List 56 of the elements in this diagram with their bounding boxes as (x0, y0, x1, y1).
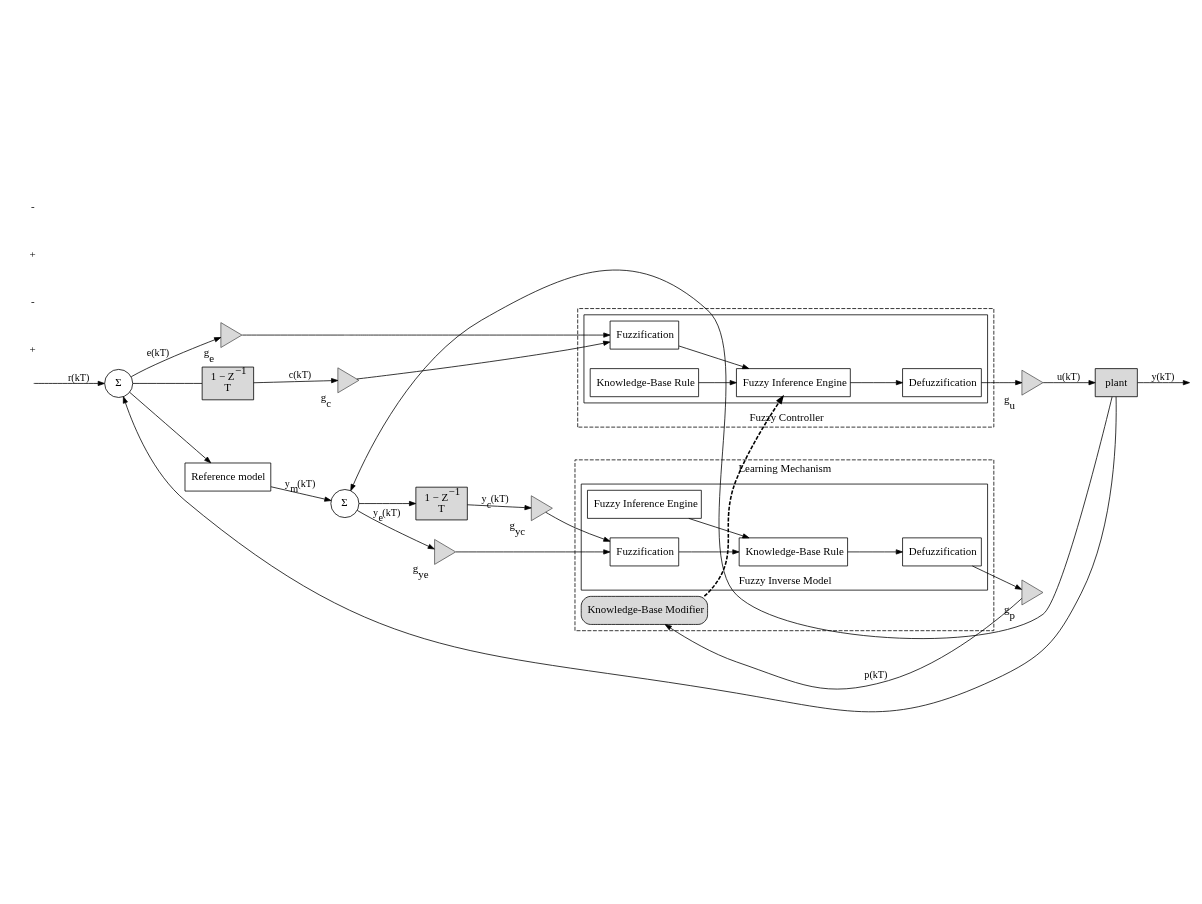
node-box: Fuzzy Inference Engine (587, 489, 702, 519)
arrow (678, 345, 750, 369)
arrow (850, 379, 903, 385)
arrow (130, 336, 222, 377)
arrow (241, 332, 611, 338)
arrow (981, 379, 1023, 385)
arrow (350, 269, 1113, 639)
arrow (545, 511, 611, 542)
arrow (1042, 379, 1096, 385)
edge-label: y(kT) (1151, 370, 1175, 382)
label: - (30, 294, 35, 307)
arrow (33, 380, 105, 386)
edge-label: c(kT) (288, 368, 312, 380)
arrow (698, 379, 737, 385)
arrow (688, 517, 750, 538)
arrow (358, 500, 417, 506)
arrow (356, 340, 611, 379)
arrow (703, 394, 785, 597)
node-box: Defuzzification (902, 537, 982, 566)
node-box: Defuzzification (902, 367, 982, 397)
node-box: Fuzzification (609, 537, 680, 566)
node-triangle (530, 494, 553, 521)
arrow (129, 391, 212, 463)
edge-label: p(kT) (864, 668, 888, 680)
arrow (122, 395, 1117, 712)
node-triangle (1021, 579, 1044, 605)
node-box: Knowledge-Base Rule (738, 537, 848, 566)
node-triangle (434, 538, 457, 565)
arrow (467, 503, 532, 510)
node-circle: Σ (330, 488, 360, 518)
node-box: plant (1094, 367, 1138, 397)
node-circle: Σ (104, 368, 134, 398)
edge-label: e(kT) (146, 346, 170, 358)
arrow (847, 548, 903, 554)
arrow (972, 565, 1022, 590)
label: - (30, 199, 35, 212)
arrow (1137, 379, 1190, 385)
arrow (270, 485, 332, 502)
node-triangle (220, 321, 243, 348)
arrow (253, 377, 339, 383)
node-box: Reference model (184, 462, 272, 491)
node-triangle (1021, 369, 1044, 396)
arrow (678, 548, 740, 554)
arrow (356, 509, 435, 549)
node-triangle (337, 366, 360, 393)
arrow (664, 597, 1023, 689)
arrow (455, 548, 611, 554)
edge-label: u(kT) (1057, 370, 1081, 382)
node-box: Knowledge-Base Rule (589, 367, 699, 397)
label: + (29, 342, 36, 355)
node-box: Knowledge-Base Modifier (580, 595, 708, 625)
connector (132, 382, 203, 384)
node-box: Fuzzification (609, 320, 680, 349)
node-box: Fuzzy Inference Engine (736, 367, 851, 397)
edge-label: r(kT) (67, 371, 90, 383)
label: + (29, 247, 36, 260)
